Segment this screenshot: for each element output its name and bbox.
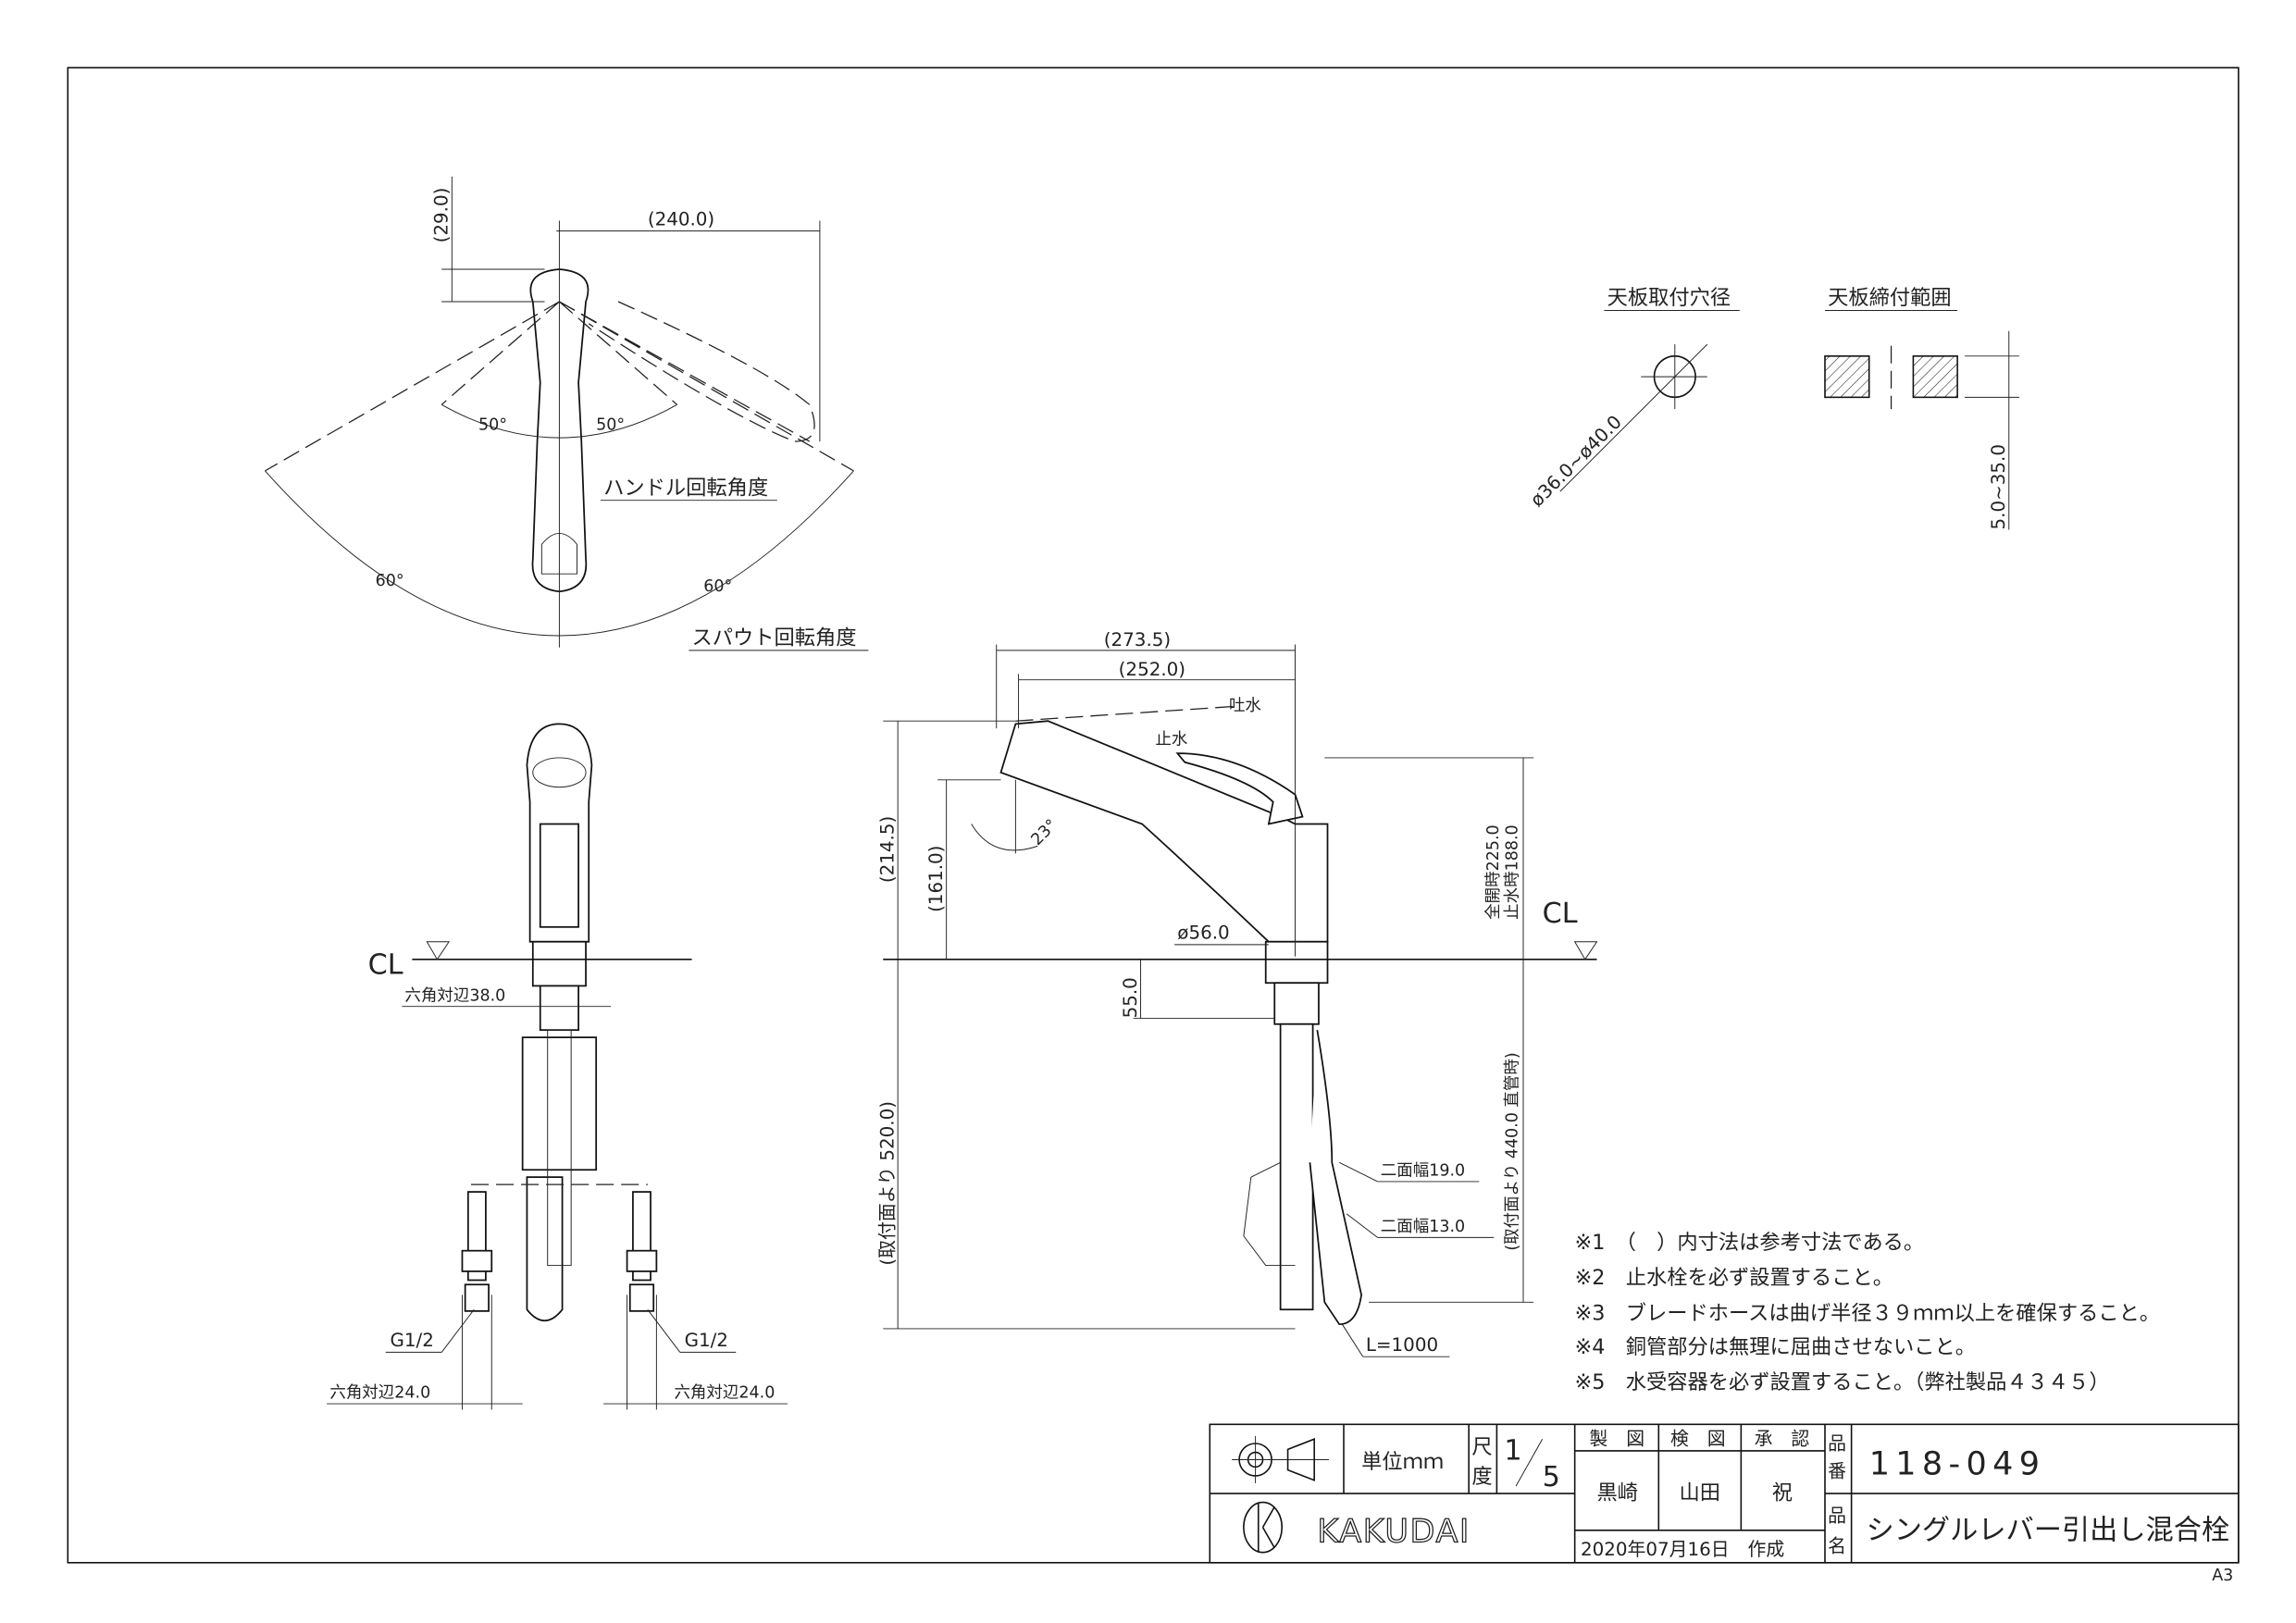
dim-440: (取付面より 440.0 直管時) [1504, 1052, 1522, 1250]
third-angle-projection-icon [1232, 1436, 1330, 1483]
part-name-label-1: 品 [1828, 1505, 1846, 1526]
front-view: CL 六角対辺38.0 G1/2 G1/2 六角対辺24.0 六角対辺24.0 [327, 723, 788, 1410]
part-no-label-2: 番 [1828, 1461, 1846, 1482]
note-5: ※5 水受容器を必ず設置すること。（弊社製品４３４５） [1575, 1370, 2110, 1394]
approved-by: 祝 [1772, 1481, 1793, 1505]
clamp-dim: 5.0~35.0 [1988, 444, 2009, 529]
scale-label-2: 度 [1471, 1465, 1492, 1489]
dim-55: 55.0 [1120, 977, 1141, 1018]
height-stop: 止水時188.0 [1504, 824, 1522, 920]
creation-date: 2020年07月16日 作成 [1581, 1539, 1784, 1560]
flat-13: 二面幅13.0 [1381, 1218, 1465, 1236]
dim-273: (273.5) [1104, 629, 1171, 650]
scale-denominator: 5 [1543, 1461, 1560, 1493]
note-3: ※3 ブレードホースは曲げ半径３９ｍｍ以上を確保すること。 [1575, 1301, 2160, 1325]
g-right: G1/2 [685, 1330, 728, 1351]
note-2: ※2 止水栓を必ず設置すること。 [1575, 1266, 1893, 1290]
note-4: ※4 銅管部分は無理に屈曲させないこと。 [1575, 1335, 1976, 1359]
approved-header: 承 認 [1755, 1429, 1810, 1450]
title-block: 単位ｍｍ 尺 度 1 5 製 図 検 図 承 認 黒崎 山田 祝 2020年07… [1209, 1423, 2240, 1585]
part-no-label-1: 品 [1828, 1432, 1846, 1454]
handle-angle-right: 50° [596, 415, 625, 434]
cl-right: CL [1543, 898, 1578, 930]
hex-24-right: 六角対辺24.0 [674, 1384, 775, 1403]
part-name: シングルレバー引出し混合栓 [1867, 1514, 2230, 1546]
checked-header: 検 図 [1670, 1429, 1726, 1450]
paper-size: A3 [2212, 1567, 2233, 1585]
dia-56: ø56.0 [1177, 923, 1229, 944]
g-left: G1/2 [391, 1330, 434, 1351]
part-number: 118-049 [1869, 1445, 2046, 1482]
countertop-details: 天板取付穴径 ø36.0~ø40.0 天板締付範囲 5.0~35.0 [1526, 286, 2019, 529]
hose-length: L=1000 [1366, 1334, 1438, 1356]
hex-38: 六角対辺38.0 [404, 986, 505, 1005]
note-1: ※1 （ ）内寸法は参考寸法である。 [1575, 1231, 1924, 1255]
cl-left: CL [368, 949, 403, 982]
drawn-header: 製 図 [1590, 1429, 1645, 1450]
top-view: (240.0) (29.0) 50° 50° ハンドル回転角度 60° 60° … [265, 176, 869, 651]
checked-by: 山田 [1680, 1481, 1721, 1505]
hole-title: 天板取付穴径 [1607, 286, 1731, 310]
spout-angle-right: 60° [703, 577, 732, 596]
drawing-border [67, 67, 2240, 1564]
unit-label: 単位ｍｍ [1361, 1450, 1444, 1474]
handle-rotation-label: ハンドル回転角度 [603, 476, 768, 500]
stop-label: 止水 [1155, 731, 1187, 750]
discharge-label: 吐水 [1229, 697, 1261, 715]
scale-numerator: 1 [1504, 1434, 1521, 1467]
logo-text: KAKUDAI [1317, 1514, 1471, 1551]
dim-29: (29.0) [431, 188, 453, 243]
dim-520: (取付面より 520.0) [876, 1101, 898, 1266]
hole-dim: ø36.0~ø40.0 [1526, 411, 1626, 511]
spout-rotation-label: スパウト回転角度 [692, 626, 857, 650]
clamp-title: 天板締付範囲 [1828, 286, 1952, 310]
flat-19: 二面幅19.0 [1381, 1162, 1465, 1181]
dim-252: (252.0) [1119, 659, 1185, 680]
part-name-label-2: 名 [1828, 1536, 1846, 1557]
drawn-by: 黒崎 [1597, 1481, 1639, 1505]
side-view: (273.5) (252.0) (214.5) (161.0) (取付面より 5… [876, 629, 1598, 1357]
spout-angle-left: 60° [376, 572, 404, 590]
height-open: 全開時225.0 [1484, 824, 1503, 920]
dim-214: (214.5) [876, 816, 898, 883]
notes: ※1 （ ）内寸法は参考寸法である。 ※2 止水栓を必ず設置すること。 ※3 ブ… [1575, 1231, 2160, 1394]
hex-24-left: 六角対辺24.0 [329, 1384, 430, 1403]
handle-angle-left: 50° [478, 415, 507, 434]
scale-label-1: 尺 [1471, 1435, 1492, 1459]
kakudai-logo: KAKUDAI [1243, 1501, 1471, 1554]
dim-161: (161.0) [925, 846, 947, 912]
angle-23: 23° [1028, 816, 1061, 849]
dim-240: (240.0) [648, 208, 714, 229]
